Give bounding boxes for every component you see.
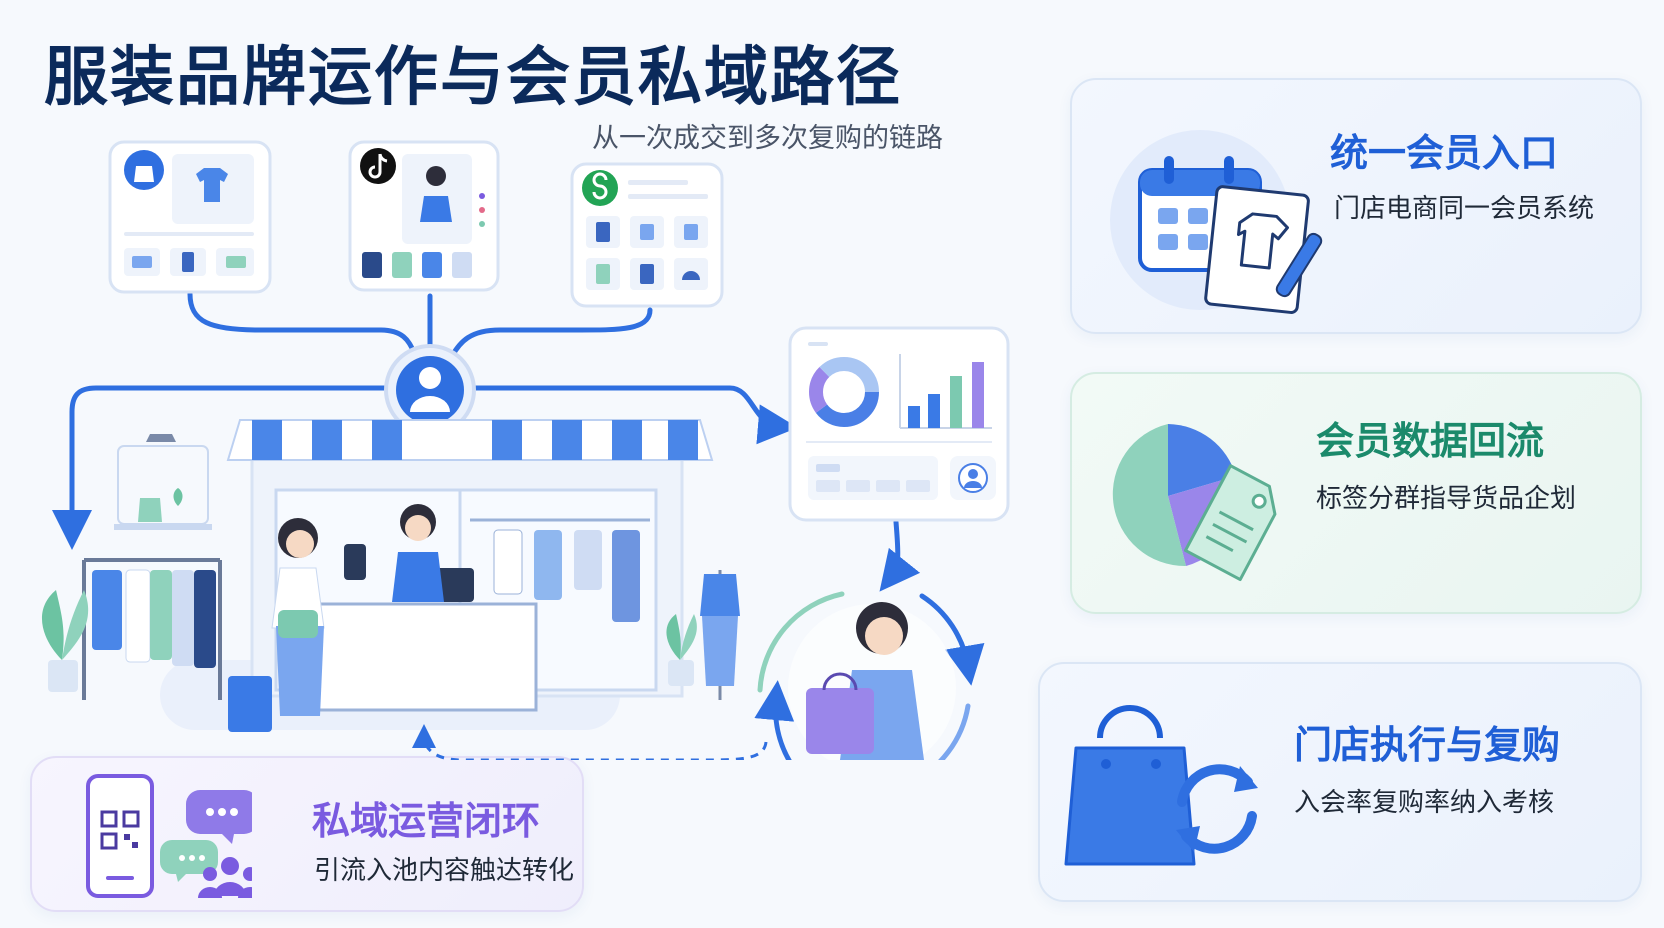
analytics-dashboard — [788, 326, 1010, 522]
page-title: 服装品牌运作与会员私域路径 — [44, 41, 902, 115]
refresh-cycle-icon — [1176, 764, 1258, 854]
card-title: 统一会员入口 — [1330, 131, 1559, 175]
shopper-figure — [806, 602, 924, 760]
douyin-screen — [348, 140, 500, 292]
douyin-icon — [360, 148, 396, 184]
card-private-loop: 私域运营闭环 引流入池内容触达转化 — [30, 756, 584, 912]
clothing-display — [470, 518, 650, 622]
card-unified-entry: 统一会员入口 门店电商同一会员系统 — [1070, 78, 1642, 334]
central-illustration — [41, 140, 1010, 760]
card-data-backflow: 会员数据回流 标签分群指导货品企划 — [1070, 372, 1642, 614]
card-desc: 入会率复购率纳入考核 — [1294, 788, 1555, 818]
card-title: 私域运营闭环 — [312, 799, 541, 843]
unified-entry-illustration — [1110, 130, 1323, 314]
storefront — [160, 419, 740, 732]
card-desc: 引流入池内容触达转化 — [314, 856, 575, 886]
return-dashed-flow — [412, 724, 768, 760]
private-loop-illustration — [86, 774, 252, 898]
donut-chart — [809, 357, 879, 427]
card-store-repurchase: 门店执行与复购 入会率复购率纳入考核 — [1038, 662, 1642, 902]
store-awning — [226, 419, 714, 461]
tshirt-document-icon — [1204, 185, 1310, 314]
member-avatar-icon — [384, 344, 476, 436]
tag-icon — [1183, 464, 1277, 582]
shopping-app-screen — [108, 140, 272, 294]
mini-program-screen — [570, 162, 724, 308]
card-desc: 标签分群指导货品企划 — [1316, 484, 1577, 514]
repurchase-loop — [754, 591, 985, 760]
plant-left — [41, 590, 89, 692]
user-group-icon — [198, 857, 252, 898]
plant-right — [666, 614, 697, 686]
phone-qr-code-icon — [86, 774, 154, 898]
card-desc: 门店电商同一会员系统 — [1334, 194, 1595, 224]
shelf-display — [114, 434, 212, 530]
customer-figure — [228, 518, 366, 732]
shopping-bag-icon — [1064, 705, 1196, 866]
bar-chart — [899, 354, 992, 429]
store-repurchase-illustration — [1064, 705, 1258, 866]
card-title: 门店执行与复购 — [1294, 723, 1561, 767]
card-title: 会员数据回流 — [1316, 419, 1545, 463]
shopping-bag-app-icon — [124, 150, 164, 190]
staff-figure — [392, 504, 444, 602]
mannequin — [700, 570, 740, 700]
clothing-rack — [82, 558, 222, 700]
data-backflow-illustration — [1112, 424, 1277, 582]
page-subtitle: 从一次成交到多次复购的链路 — [592, 123, 943, 154]
pen-icon — [1275, 232, 1323, 298]
mini-program-icon — [582, 170, 618, 206]
